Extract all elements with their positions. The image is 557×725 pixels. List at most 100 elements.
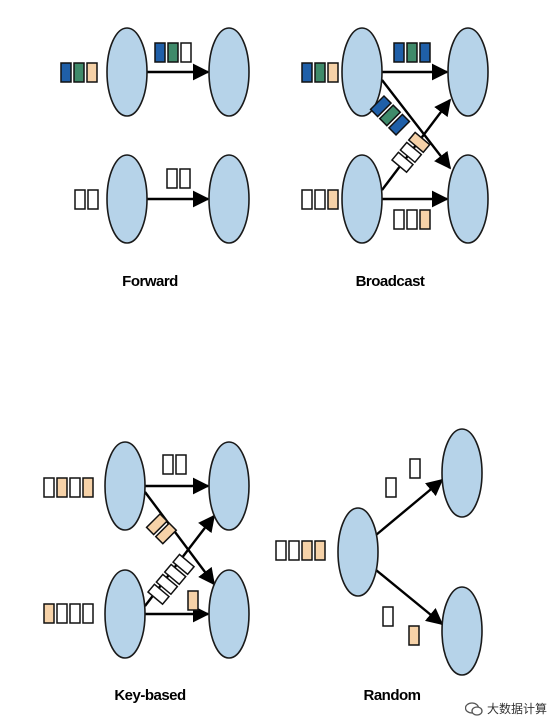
key-based-source-node-2 [104, 569, 146, 659]
forward-source-node-2 [106, 154, 148, 244]
wechat-icon [464, 701, 483, 716]
record-box [419, 209, 431, 230]
broadcast-input-records-1 [301, 62, 339, 83]
key-based-input-records-2 [43, 603, 94, 624]
key-based-source-node-1 [104, 441, 146, 531]
record-box [387, 113, 411, 136]
record-box [390, 151, 415, 174]
record-box [288, 540, 300, 561]
record-box [82, 477, 94, 498]
record-box [314, 189, 326, 210]
record-box [154, 42, 166, 63]
forward-input-records-1 [60, 62, 98, 83]
record-box [369, 94, 393, 118]
record-box [393, 42, 405, 63]
record-box [179, 168, 191, 189]
broadcast-target-node-1 [447, 27, 489, 117]
random-edge-records-1b [409, 458, 421, 479]
record-box [154, 522, 178, 545]
forward-edge-records-2 [166, 168, 191, 189]
random-label: Random [364, 687, 421, 704]
record-box [187, 590, 199, 611]
random-edge-1 [375, 478, 444, 536]
record-box [166, 168, 178, 189]
record-box [86, 62, 98, 83]
record-box [406, 209, 418, 230]
broadcast-diagonal-records-1 [369, 94, 411, 136]
record-box [145, 512, 169, 536]
record-box [385, 477, 397, 498]
record-box [69, 603, 81, 624]
random-edge-records-1a [385, 477, 397, 498]
record-box [87, 189, 99, 210]
broadcast-input-records-2 [301, 189, 339, 210]
broadcast-source-node-2 [341, 154, 383, 244]
record-box [82, 603, 94, 624]
random-target-node-1 [441, 428, 483, 518]
record-box [301, 189, 313, 210]
key-based-diagonal-records-2 [146, 553, 196, 606]
record-box [399, 141, 423, 164]
record-box [327, 62, 339, 83]
record-box [69, 477, 81, 498]
record-box [378, 104, 402, 127]
record-box [172, 553, 196, 576]
broadcast-edge-2 [381, 79, 452, 170]
record-box [74, 189, 86, 210]
key-based-edge-2 [144, 491, 216, 586]
forward-source-node-1 [106, 27, 148, 117]
record-box [408, 625, 420, 646]
forward-input-records-2 [74, 189, 99, 210]
random-edge-records-2b [408, 625, 420, 646]
record-box [406, 42, 418, 63]
key-based-target-node-2 [208, 569, 250, 659]
random-edge-records-2a [382, 606, 394, 627]
key-based-edge-records-1 [162, 454, 187, 475]
random-source-node [337, 507, 379, 597]
record-box [167, 42, 179, 63]
record-box [314, 62, 326, 83]
record-box [327, 189, 339, 210]
broadcast-label: Broadcast [356, 273, 425, 290]
record-box [56, 477, 68, 498]
record-box [43, 603, 55, 624]
record-box [43, 477, 55, 498]
record-box [314, 540, 326, 561]
key-based-target-node-1 [208, 441, 250, 531]
record-box [409, 458, 421, 479]
record-box [175, 454, 187, 475]
record-box [155, 573, 179, 596]
broadcast-diagonal-records-2 [390, 131, 431, 174]
random-input-records [275, 540, 326, 561]
record-box [301, 540, 313, 561]
key-based-diagonal-records-1 [145, 512, 178, 545]
random-edge-2 [375, 569, 444, 626]
broadcast-edge-records-1 [393, 42, 431, 63]
broadcast-edge-records-2 [393, 209, 431, 230]
record-box [301, 62, 313, 83]
forward-label: Forward [122, 273, 178, 290]
broadcast-target-node-2 [447, 154, 489, 244]
record-box [56, 603, 68, 624]
forward-target-node-1 [208, 27, 250, 117]
record-box [180, 42, 192, 63]
record-box [275, 540, 287, 561]
record-box [163, 563, 187, 586]
broadcast-source-node-1 [341, 27, 383, 117]
key-based-input-records-1 [43, 477, 94, 498]
record-box [407, 131, 431, 154]
record-box [393, 209, 405, 230]
key-based-label: Key-based [114, 687, 186, 704]
forward-target-node-2 [208, 154, 250, 244]
record-box [419, 42, 431, 63]
forward-edge-records-1 [154, 42, 192, 63]
record-box [382, 606, 394, 627]
watermark-text: 大数据计算 [486, 702, 547, 716]
record-box [162, 454, 174, 475]
record-box [146, 583, 171, 606]
random-target-node-2 [441, 586, 483, 676]
record-box [60, 62, 72, 83]
key-based-edge-records-2 [187, 590, 199, 611]
record-box [73, 62, 85, 83]
